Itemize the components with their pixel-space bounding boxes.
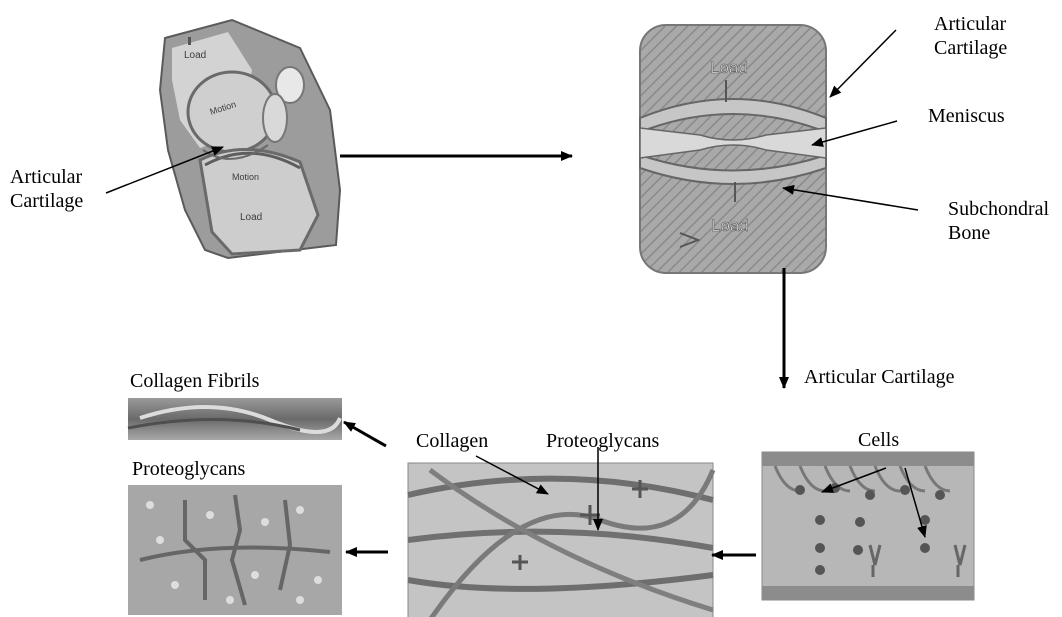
- cells-label: Cells: [858, 428, 899, 452]
- articular-cartilage-label-line1: Articular: [934, 12, 1006, 36]
- articular-cartilage-tissue-label: Articular Cartilage: [804, 365, 955, 389]
- collagen-fibrils-label: Collagen Fibrils: [130, 369, 259, 393]
- arrow-to-collagen-fibrils: [344, 422, 386, 446]
- joint-load-bottom-text: Load: [711, 216, 749, 235]
- subchondral-bone-label-line1: Subchondral: [948, 197, 1049, 221]
- collagen-label: Collagen: [416, 429, 488, 453]
- subchondral-bone-label-line2: Bone: [948, 221, 990, 245]
- proteoglycans-mid-label: Proteoglycans: [546, 429, 659, 453]
- collagen-fibrils-image: [128, 398, 342, 440]
- knee-articular-label-line1: Articular: [10, 165, 82, 189]
- proteoglycans-left-label: Proteoglycans: [132, 457, 245, 481]
- joint-load-top-text: Load: [710, 58, 748, 77]
- knee-load-bottom-text: Load: [240, 212, 262, 223]
- proteoglycans-image: [128, 485, 342, 615]
- articular-cartilage-label-line2: Cartilage: [934, 36, 1007, 60]
- pointer-articular-cartilage: [830, 30, 896, 97]
- meniscus-label: Meniscus: [928, 104, 1005, 128]
- knee-motion-bottom-text: Motion: [232, 172, 259, 182]
- knee-load-top-text: Load: [184, 50, 206, 61]
- collagen-proteoglycan-tissue-image: [408, 463, 713, 617]
- knee-articular-label-line2: Cartilage: [10, 189, 83, 213]
